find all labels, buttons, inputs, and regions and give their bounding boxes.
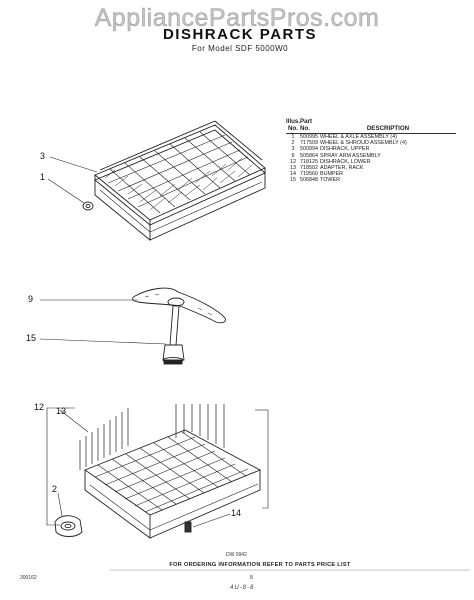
callout-15: 15 xyxy=(26,333,37,343)
row-illus-no: 12 xyxy=(290,158,296,165)
row-illus-no: 3 xyxy=(291,146,295,153)
row-illus-no: 2 xyxy=(291,140,295,147)
callout-9: 9 xyxy=(28,294,34,304)
header-no: No. xyxy=(288,125,298,132)
page-subtitle: For Model SDF 5000W0 xyxy=(191,44,289,53)
page-number: 8 xyxy=(250,575,253,581)
row-description: DISHRACK, UPPER xyxy=(320,146,370,153)
row-description: SPRAY ARM ASSEMBLY xyxy=(320,152,381,159)
spray-arm-drawing xyxy=(132,287,226,324)
row-illus-no: 1 xyxy=(291,134,295,140)
callout-3: 3 xyxy=(40,151,46,161)
row-part-no: 717509 xyxy=(300,140,318,147)
row-description: BUMPER xyxy=(320,171,344,178)
row-part-no: 718502 xyxy=(300,165,318,172)
row-illus-no: 13 xyxy=(290,165,296,172)
page-title: DISHRACK PARTS xyxy=(162,26,318,43)
row-illus-no: 9 xyxy=(291,152,295,159)
row-description: WHEEL & SHROUD ASSEMBLY (4) xyxy=(320,140,407,147)
header-part-no: No. xyxy=(300,125,310,132)
table-row: 3 500994 DISHRACK, UPPER xyxy=(286,146,456,152)
tower-drawing xyxy=(162,305,185,365)
header-illus: Illus. xyxy=(286,118,301,125)
table-header-row-2: No. No. DESCRIPTION xyxy=(286,125,456,134)
parts-list-table: Illus. Part No. No. DESCRIPTION 1 500995… xyxy=(286,118,456,184)
lower-dishrack-drawing xyxy=(79,404,262,539)
wheel-axle-drawing xyxy=(82,201,94,211)
drawing-code: DW 0942 xyxy=(226,552,247,558)
row-part-no: 506848 xyxy=(300,177,318,184)
bumper-drawing xyxy=(184,521,192,533)
row-part-no: 718125 xyxy=(300,158,318,165)
ordering-note: FOR ORDERING INFORMATION REFER TO PARTS … xyxy=(169,562,351,568)
table-row: 12 718125 DISHRACK, LOWER xyxy=(286,159,456,165)
row-description: TOWER xyxy=(320,177,340,184)
header-part: Part xyxy=(300,118,313,125)
callout-13: 13 xyxy=(56,406,67,416)
handwritten-code: 4U-8-8 xyxy=(230,585,255,591)
row-description: DISHRACK, LOWER xyxy=(320,158,371,165)
table-header-row-1: Illus. Part xyxy=(286,118,456,125)
wheel-shroud-drawing xyxy=(54,515,83,537)
row-description: WHEEL & AXLE ASSEMBLY (4) xyxy=(320,134,397,140)
row-description: ADAPTER, RACK xyxy=(320,165,364,172)
watermark: AppliancePartsPros.com xyxy=(94,4,380,33)
callout-12: 12 xyxy=(34,402,45,412)
table-row: 14 719560 BUMPER xyxy=(286,171,456,177)
row-part-no: 500994 xyxy=(300,146,318,153)
header-description: DESCRIPTION xyxy=(366,125,410,132)
row-part-no: 719560 xyxy=(300,171,318,178)
document-code: 300162 xyxy=(20,575,37,581)
callout-2: 2 xyxy=(52,484,58,494)
table-row: 13 718502 ADAPTER, RACK xyxy=(286,165,456,171)
callout-14: 14 xyxy=(231,508,242,518)
row-part-no: 505864 xyxy=(300,152,318,159)
table-row: 1 500995 WHEEL & AXLE ASSEMBLY (4) xyxy=(286,134,456,140)
row-part-no: 500995 xyxy=(300,134,318,140)
row-illus-no: 14 xyxy=(290,171,296,178)
table-row: 9 505864 SPRAY ARM ASSEMBLY xyxy=(286,153,456,159)
row-illus-no: 15 xyxy=(290,177,296,184)
upper-dishrack-drawing xyxy=(94,120,266,241)
table-row: 2 717509 WHEEL & SHROUD ASSEMBLY (4) xyxy=(286,140,456,146)
callout-1: 1 xyxy=(40,172,46,182)
table-row: 15 506848 TOWER xyxy=(286,177,456,183)
